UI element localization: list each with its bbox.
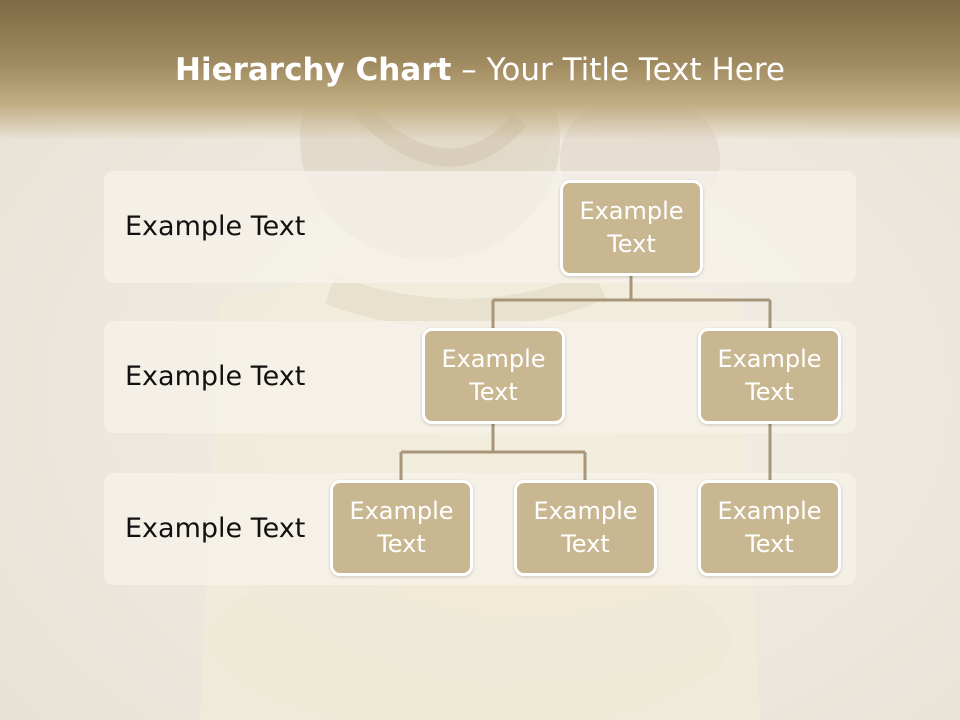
row-label-1: Example Text (125, 211, 306, 242)
node-level3-middle[interactable]: Example Text (514, 480, 657, 576)
row-label-2: Example Text (125, 361, 306, 392)
title-regular-part: – Your Title Text Here (451, 52, 785, 88)
slide-title: Hierarchy Chart – Your Title Text Here (0, 52, 960, 88)
node-level2-left[interactable]: Example Text (422, 328, 565, 424)
title-bold-part: Hierarchy Chart (175, 52, 452, 88)
row-label-3: Example Text (125, 513, 306, 544)
node-level3-left[interactable]: Example Text (330, 480, 473, 576)
row-band-1 (104, 171, 856, 283)
node-root[interactable]: Example Text (560, 180, 703, 276)
node-level3-right[interactable]: Example Text (698, 480, 841, 576)
node-level2-right[interactable]: Example Text (698, 328, 841, 424)
connector-left-to-level3 (399, 422, 587, 482)
title-band (0, 0, 960, 140)
connector-root-to-level2 (491, 275, 772, 329)
